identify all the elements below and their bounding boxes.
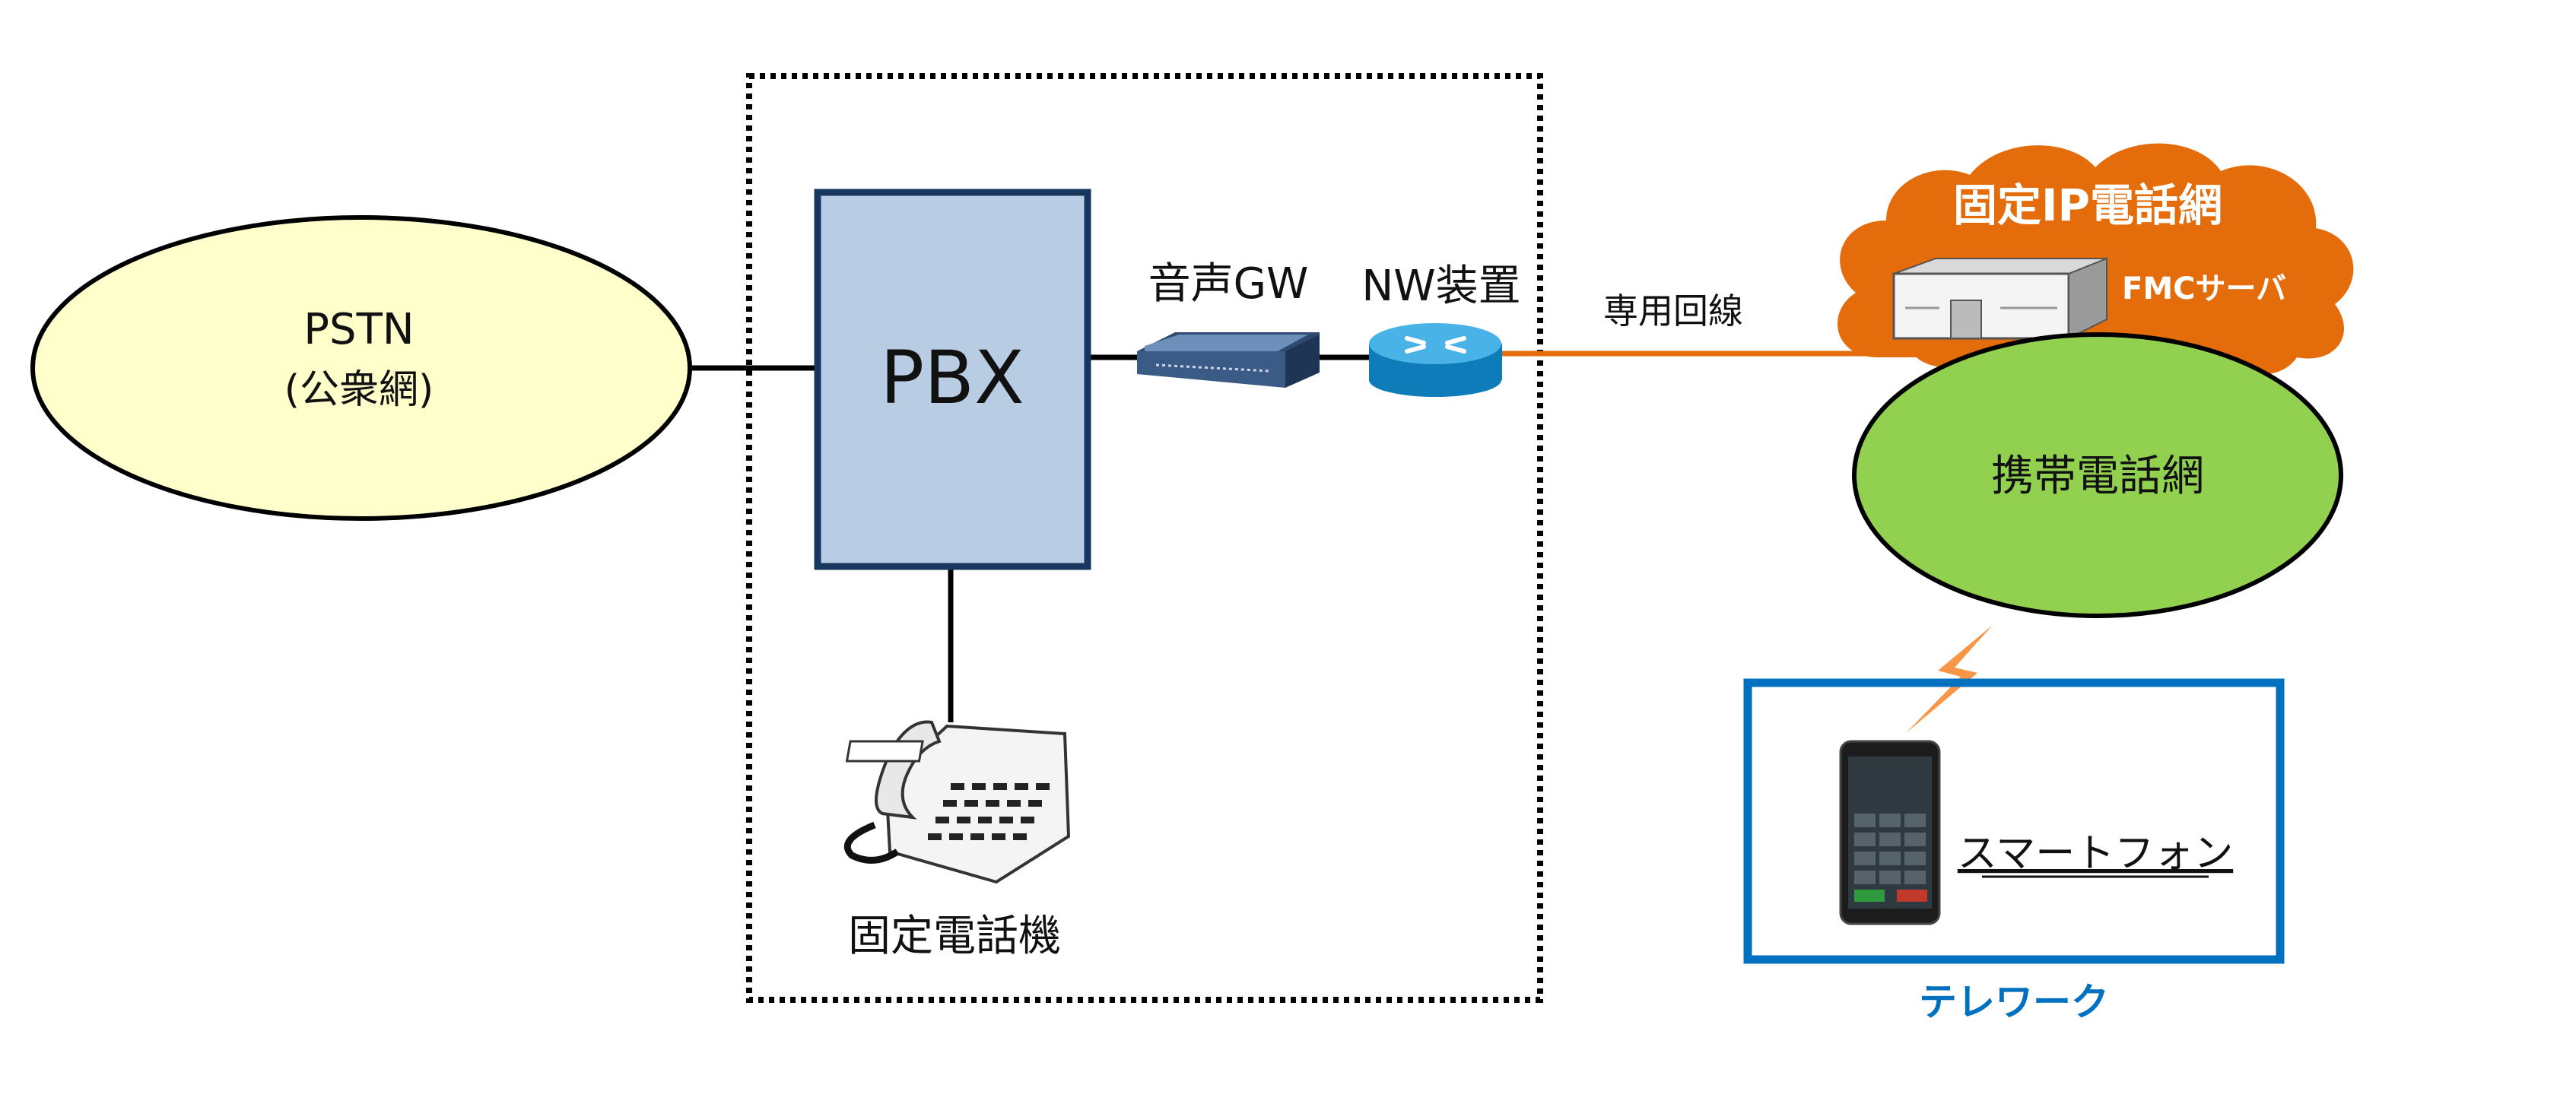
pbx-node [814,189,1091,570]
smartphone-label: スマートフォン [1958,831,2233,877]
fixed-ip-network-label: 固定IP電話網 [1953,179,2222,231]
telework-box [1743,678,2285,964]
mobile-network-label: 携帯電話網 [1991,452,2204,501]
pbx-label: PBX [880,335,1024,420]
nw-device-label: NW装置 [1361,262,1520,311]
router-icon [1369,323,1502,397]
pstn-sublabel: (公衆網) [284,367,434,413]
fmc-server-label: FMCサーバ [2122,271,2286,306]
fixed-phone-label: 固定電話機 [848,912,1061,961]
onpremise-boundary [746,73,1543,1003]
server-icon [1892,257,2107,340]
voice-gw-icon [1137,332,1320,388]
pstn-label: PSTN [303,305,414,354]
smartphone-icon [1839,740,1941,925]
telework-label: テレワーク [1919,980,2109,1024]
pstn-node [30,215,692,521]
desk-phone-icon [843,720,1071,884]
mobile-network-node [1852,332,2343,618]
voice-gw-label: 音声GW [1148,259,1309,309]
leased-line-label: 専用回線 [1603,290,1743,332]
